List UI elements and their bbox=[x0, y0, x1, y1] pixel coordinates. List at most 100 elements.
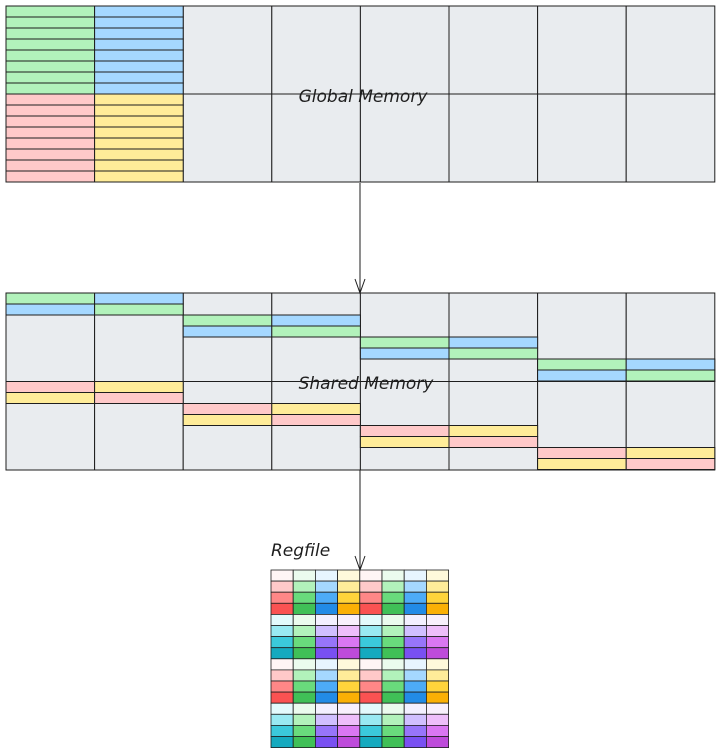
regfile-cell bbox=[337, 625, 361, 638]
global-memory-cell bbox=[271, 93, 361, 183]
global-stripe-blue bbox=[94, 82, 184, 95]
regfile-cell bbox=[337, 636, 361, 649]
regfile-cell bbox=[425, 636, 449, 649]
regfile-cell bbox=[337, 736, 361, 749]
regfile-cell bbox=[425, 647, 449, 660]
shared-stripe-red bbox=[359, 425, 450, 437]
regfile-cell bbox=[381, 669, 405, 682]
shared-stripe-yellow bbox=[625, 447, 716, 459]
regfile-cell bbox=[314, 691, 338, 704]
regfile-cell bbox=[292, 602, 316, 615]
regfile-cell bbox=[425, 580, 449, 593]
regfile-cell bbox=[314, 702, 338, 715]
global-stripe-green bbox=[5, 38, 96, 51]
global-stripe-yellow bbox=[94, 126, 184, 139]
regfile-cell bbox=[381, 713, 405, 726]
regfile-cell bbox=[403, 680, 427, 693]
regfile-cell bbox=[270, 669, 294, 682]
regfile-cell bbox=[314, 580, 338, 593]
shared-stripe-blue bbox=[271, 314, 361, 327]
regfile-cell bbox=[314, 669, 338, 682]
regfile-cell bbox=[359, 580, 383, 593]
global-memory-cell bbox=[359, 93, 450, 183]
shared-stripe-green bbox=[271, 325, 361, 338]
shared-stripe-blue bbox=[537, 369, 627, 382]
regfile-cell bbox=[292, 636, 316, 649]
regfile-cell bbox=[314, 736, 338, 749]
regfile-cell bbox=[403, 658, 427, 671]
regfile-cell bbox=[403, 614, 427, 626]
regfile-cell bbox=[359, 614, 383, 626]
regfile-cell bbox=[403, 636, 427, 649]
global-stripe-red bbox=[5, 159, 96, 172]
global-memory-label: Global Memory bbox=[299, 87, 429, 107]
regfile-cell bbox=[270, 713, 294, 726]
global-memory-cell bbox=[625, 5, 716, 95]
regfile-cell bbox=[403, 580, 427, 593]
global-stripe-blue bbox=[94, 27, 184, 40]
global-memory-cell bbox=[625, 93, 716, 183]
regfile-cell bbox=[292, 614, 316, 626]
global-stripe-yellow bbox=[94, 137, 184, 150]
regfile-cell bbox=[270, 736, 294, 749]
regfile-cell bbox=[292, 647, 316, 660]
regfile-cell bbox=[403, 569, 427, 582]
regfile-cell bbox=[403, 669, 427, 682]
global-memory-cell bbox=[448, 5, 539, 95]
regfile-cell bbox=[270, 680, 294, 693]
regfile-cell bbox=[337, 580, 361, 593]
regfile-cell bbox=[270, 580, 294, 593]
regfile-cell bbox=[292, 736, 316, 749]
regfile-cell bbox=[270, 569, 294, 582]
regfile-cell bbox=[425, 713, 449, 726]
regfile-cell bbox=[425, 569, 449, 582]
regfile-cell bbox=[314, 713, 338, 726]
regfile-cell bbox=[292, 669, 316, 682]
regfile-cell bbox=[359, 725, 383, 737]
global-stripe-red bbox=[5, 148, 96, 161]
shared-stripe-blue bbox=[359, 347, 450, 360]
regfile-cell bbox=[403, 602, 427, 615]
regfile-cell bbox=[337, 614, 361, 626]
shared-stripe-yellow bbox=[271, 403, 361, 415]
regfile-cell bbox=[314, 625, 338, 638]
regfile-cell bbox=[270, 625, 294, 638]
global-stripe-red bbox=[5, 93, 96, 106]
shared-stripe-blue bbox=[625, 358, 716, 371]
regfile-cell bbox=[359, 736, 383, 749]
global-stripe-red bbox=[5, 126, 96, 139]
shared-stripe-red bbox=[94, 392, 184, 404]
regfile-cell bbox=[270, 658, 294, 671]
shared-stripe-blue bbox=[182, 325, 273, 338]
global-stripe-green bbox=[5, 5, 96, 18]
regfile-cell bbox=[403, 625, 427, 638]
global-memory-cell bbox=[359, 5, 450, 95]
regfile-cell bbox=[381, 614, 405, 626]
shared-stripe-blue bbox=[5, 303, 96, 316]
regfile-cell bbox=[381, 625, 405, 638]
global-stripe-yellow bbox=[94, 148, 184, 161]
regfile-cell bbox=[403, 647, 427, 660]
regfile-cell bbox=[292, 625, 316, 638]
global-memory-cell bbox=[182, 5, 273, 95]
regfile-cell bbox=[403, 691, 427, 704]
regfile-cell bbox=[270, 691, 294, 704]
regfile-cell bbox=[270, 614, 294, 626]
regfile-cell bbox=[359, 658, 383, 671]
global-stripe-green bbox=[5, 49, 96, 62]
regfile-cell bbox=[381, 602, 405, 615]
regfile-cell bbox=[381, 580, 405, 593]
shared-stripe-red bbox=[182, 403, 273, 415]
regfile-cell bbox=[359, 569, 383, 582]
shared-stripe-yellow bbox=[94, 381, 184, 393]
regfile-cell bbox=[381, 725, 405, 737]
regfile-cell bbox=[425, 680, 449, 693]
shared-stripe-green bbox=[182, 314, 273, 327]
regfile-cell bbox=[337, 713, 361, 726]
shared-stripe-red bbox=[271, 414, 361, 426]
regfile-cell bbox=[381, 691, 405, 704]
regfile-cell bbox=[337, 725, 361, 737]
regfile-cell bbox=[403, 725, 427, 737]
regfile-cell bbox=[314, 680, 338, 693]
